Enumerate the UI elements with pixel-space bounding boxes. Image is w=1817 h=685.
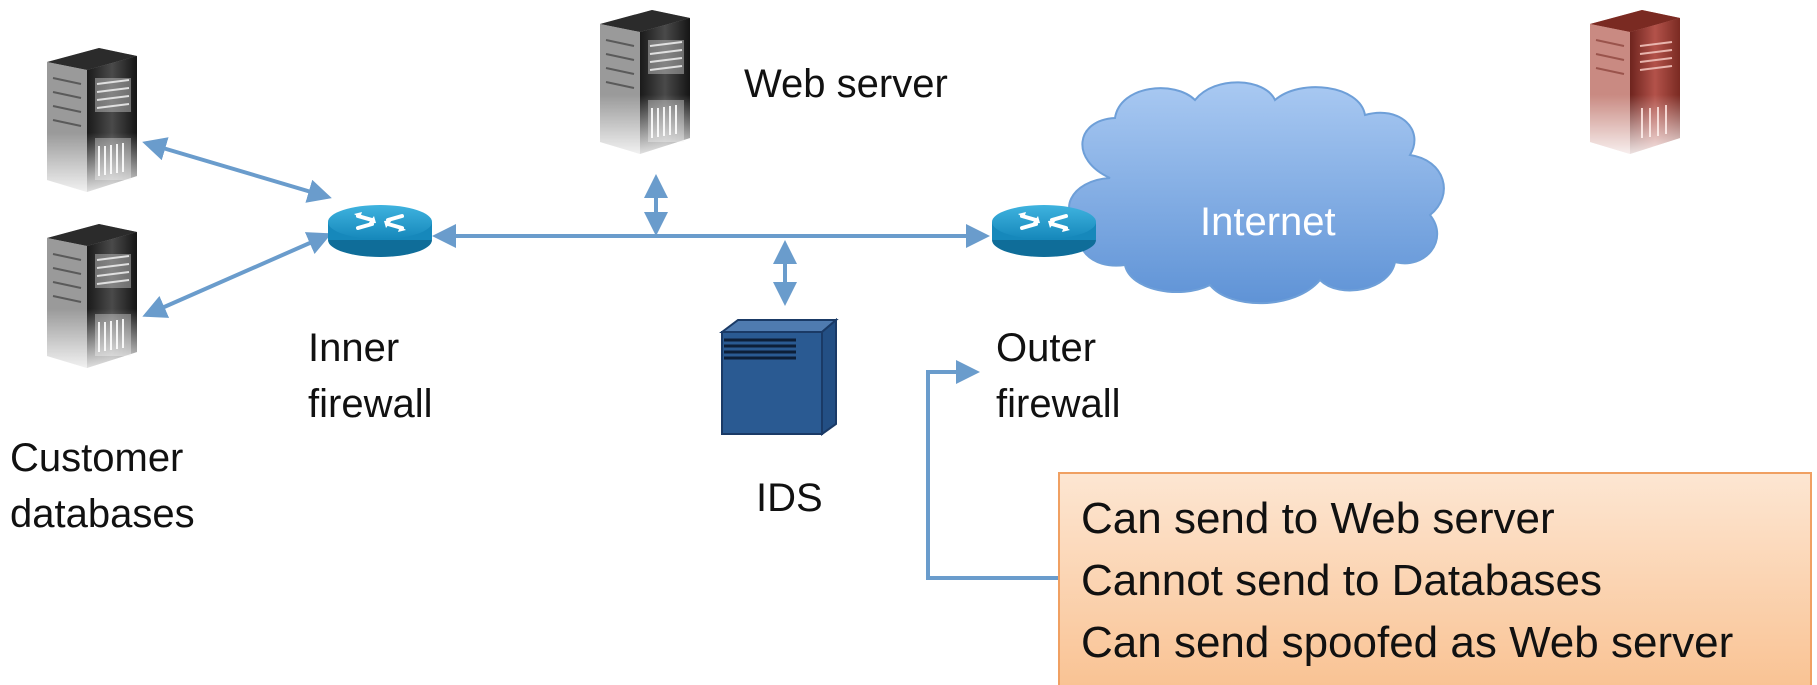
rule-item: Cannot send to Databases xyxy=(1081,556,1603,605)
internet-cloud-icon xyxy=(1068,81,1445,305)
attacker-capabilities-box: Can send to Web server Cannot send to Da… xyxy=(1058,472,1812,685)
link-db1-inner-firewall xyxy=(142,137,332,203)
rule-item: Can send to Web server xyxy=(1081,494,1555,543)
inner-firewall-router-icon xyxy=(326,203,434,259)
customer-database-server-1-icon xyxy=(42,47,143,199)
outer-firewall-router-icon xyxy=(990,203,1098,259)
customer-databases-label: Customer databases xyxy=(10,436,195,536)
customer-database-server-2-icon xyxy=(42,223,143,375)
outer-firewall-label: Outer firewall xyxy=(996,326,1121,426)
rule-item: Can send spoofed as Web server xyxy=(1081,618,1734,667)
ids-label: IDS xyxy=(756,476,823,520)
inner-firewall-label: Inner firewall xyxy=(308,326,433,426)
link-attacker-path xyxy=(926,360,1062,580)
ids-appliance-icon xyxy=(719,317,839,436)
web-server-label: Web server xyxy=(744,62,948,106)
web-server-icon xyxy=(595,9,696,161)
attacker-server-icon xyxy=(1586,10,1685,160)
link-db2-inner-firewall xyxy=(142,232,332,318)
internet-label: Internet xyxy=(1200,200,1336,244)
